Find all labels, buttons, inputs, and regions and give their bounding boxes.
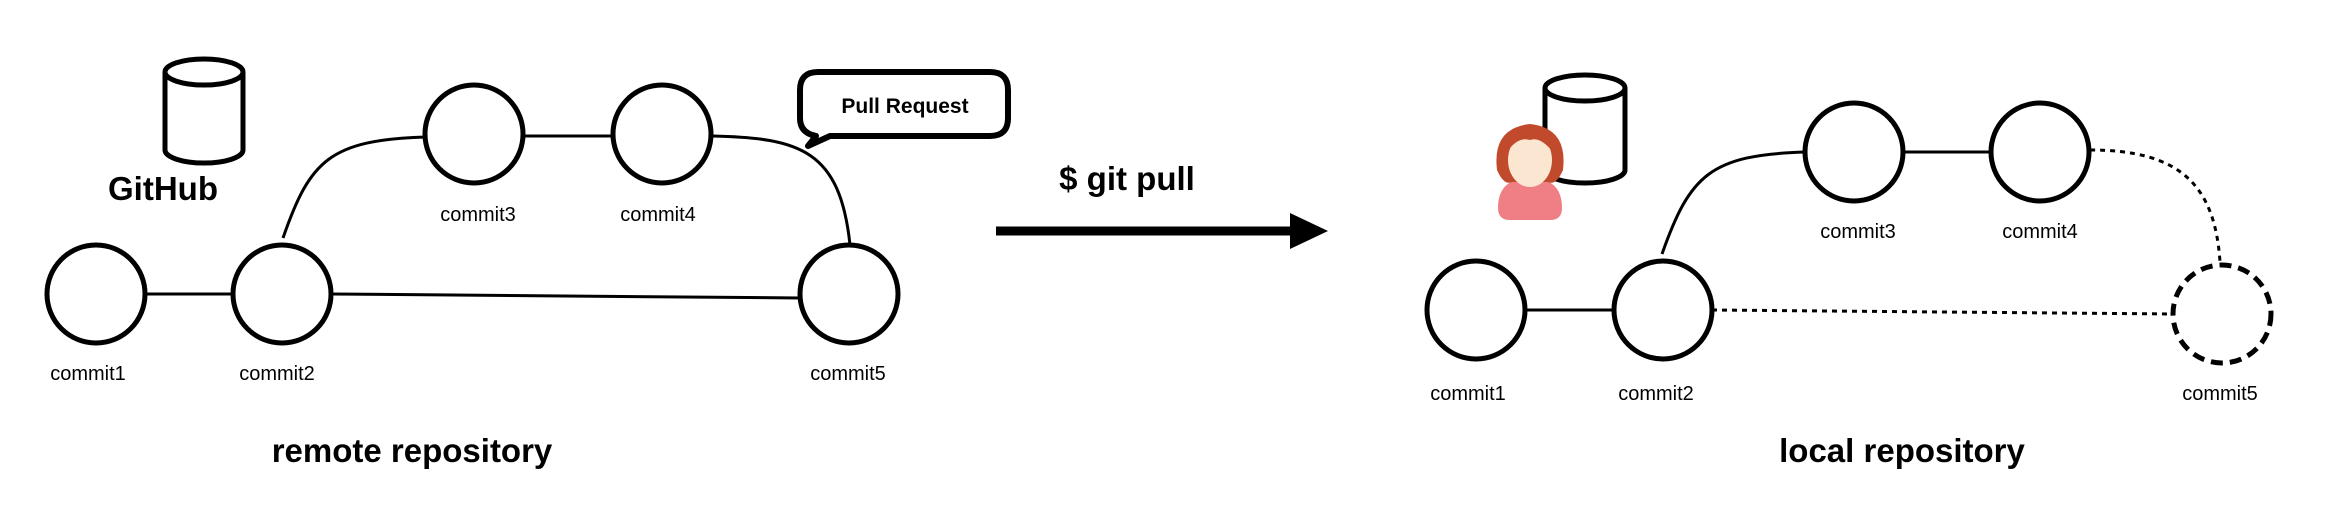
database-icon [162, 56, 246, 166]
commit-node-5 [797, 242, 901, 346]
commit-label: commit3 [1820, 221, 1896, 243]
commit-label: commit1 [50, 363, 126, 385]
commit-label: commit2 [239, 363, 315, 385]
edge-commit2-commit3 [281, 135, 427, 239]
commit-label: commit4 [2002, 221, 2078, 243]
pull-request-callout: Pull Request [797, 69, 1011, 149]
local-repository: commit1 commit2 commit3 commit4 commit5 … [1424, 72, 2274, 469]
commit-node-2 [1611, 258, 1715, 362]
commit-node-4 [1988, 100, 2092, 204]
arrow-head-icon [1290, 213, 1328, 249]
commit-label: commit2 [1618, 383, 1694, 405]
github-label: GitHub [108, 170, 218, 207]
git-pull-arrow: $ git pull [996, 160, 1328, 249]
edge-commit2-commit5-dashed [1711, 308, 2175, 316]
commit-node-1 [1424, 258, 1528, 362]
commit-node-3 [422, 82, 526, 186]
commit-node-5-pending [2170, 262, 2274, 366]
commit-label: commit1 [1430, 383, 1506, 405]
commit-node-1 [44, 242, 148, 346]
commit-label: commit4 [620, 204, 696, 226]
user-avatar-icon [1496, 124, 1564, 220]
edge-commit4-commit5 [712, 134, 852, 246]
edge-commit2-commit3 [1660, 150, 1806, 255]
commit-node-3 [1802, 100, 1906, 204]
remote-repository: GitHub commit1 commit2 commit3 commit4 c… [44, 56, 1011, 469]
pull-request-label: Pull Request [841, 95, 968, 118]
commit-label: commit5 [2182, 383, 2258, 405]
edge-commit2-commit5 [331, 292, 801, 300]
commit-node-4 [610, 82, 714, 186]
git-pull-command: $ git pull [1059, 160, 1195, 197]
commit-node-2 [230, 242, 334, 346]
remote-repository-caption: remote repository [272, 432, 553, 469]
edge-commit4-commit5-dashed [2089, 148, 2222, 263]
local-repository-caption: local repository [1779, 432, 2025, 469]
commit-label: commit3 [440, 204, 516, 226]
database-icon [1542, 72, 1628, 186]
commit-label: commit5 [810, 363, 886, 385]
